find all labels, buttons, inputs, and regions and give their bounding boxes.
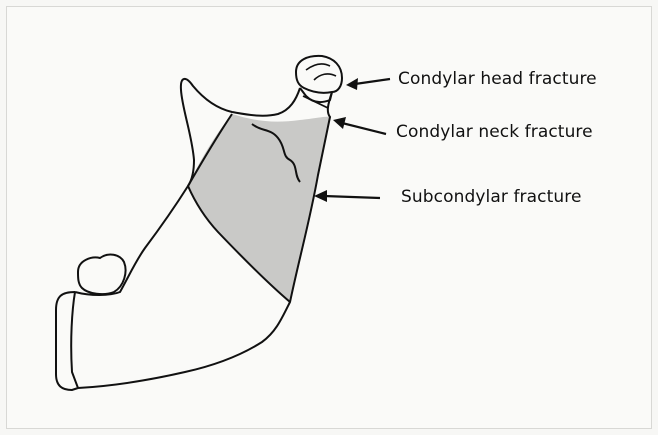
- label-subcondylar-fracture: Subcondylar fracture: [401, 187, 582, 207]
- arrow-neck-fracture: [333, 117, 386, 134]
- arrow-subcondylar-fracture: [314, 190, 380, 202]
- symphysis-end: [56, 292, 78, 390]
- label-condylar-neck-fracture: Condylar neck fracture: [396, 122, 593, 142]
- arrow-head-fracture: [346, 78, 390, 90]
- label-condylar-head-fracture: Condylar head fracture: [398, 69, 597, 89]
- tooth-crown: [78, 255, 126, 295]
- condylar-head: [296, 56, 342, 93]
